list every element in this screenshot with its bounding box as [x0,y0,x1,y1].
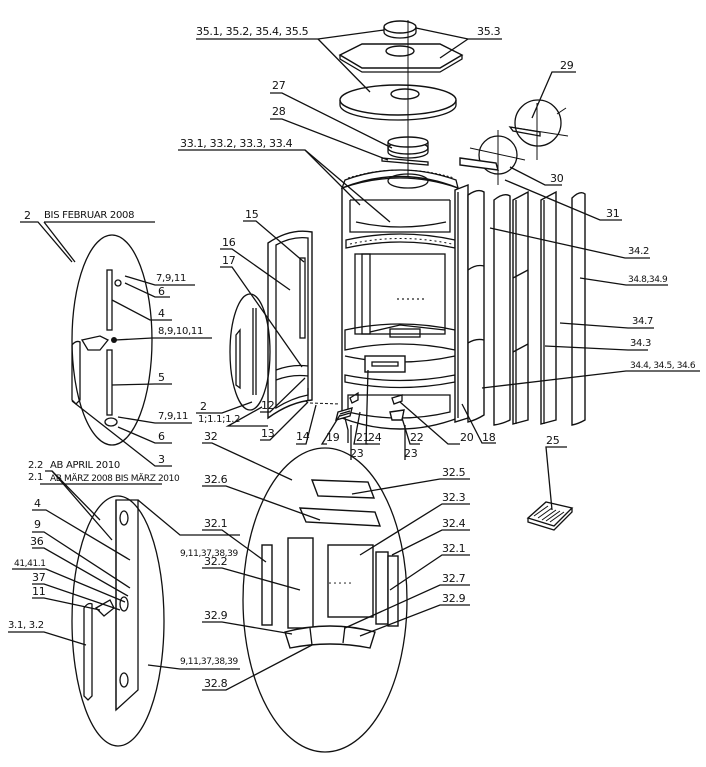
callout-32-1-left: 32.1 [204,517,228,530]
callout-6-b: 6 [158,430,165,443]
callout-32-1-right: 32.1 [442,542,466,555]
callout-37: 37 [32,571,46,584]
door-assembly [267,230,313,420]
callout-5: 5 [158,371,165,384]
callout-9-11-37-38-39-a: 9,11,37,38,39 [180,549,238,559]
callout-14: 14 [296,430,310,443]
callout-32-9-left: 32.9 [204,609,228,622]
callout-32-3: 32.3 [442,491,466,504]
callout-35-3: 35.3 [477,25,501,38]
firebox-window-dots [397,298,424,300]
hinge-bar-late [83,499,139,712]
callout-34-7: 34.7 [632,316,654,327]
callout-8-9-10-11: 8,9,10,11 [158,326,204,337]
callout-23-a: 23 [350,447,364,460]
stove-body [340,169,459,430]
callout-32-6: 32.6 [204,473,228,486]
callout-4-a: 4 [158,307,165,320]
callout-27: 27 [272,79,286,92]
detail-oval-hinge-late [71,495,165,747]
note-bis-februar-2008: BIS FEBRUAR 2008 [44,210,135,221]
callout-32: 32 [204,430,218,443]
callout-20: 20 [460,431,474,444]
callout-9-11-37-38-39-b: 9,11,37,38,39 [180,657,238,667]
callout-28: 28 [272,105,286,118]
callout-18: 18 [482,431,496,444]
callout-16: 16 [222,236,236,249]
side-cladding-panels-34 [467,189,586,426]
callout-32-8: 32.8 [204,677,228,690]
door-pin-part-12 [305,388,309,403]
callout-6-a: 6 [158,285,165,298]
callout-41-41-1: 41,41.1 [14,559,46,569]
callout-19: 19 [326,431,340,444]
top-plate-lower [339,84,457,121]
callout-13: 13 [261,427,275,440]
callout-2-top: 2 [24,209,31,222]
top-cap-part-35 [383,20,417,39]
callout-32-9-right: 32.9 [442,592,466,605]
ash-tray-part-25 [526,501,574,531]
top-plate-upper [338,43,464,73]
callout-2-1: 2.1 [28,472,44,483]
leader-lines [8,27,700,691]
callout-2-2: 2.2 [28,460,44,471]
side-strip-part-18 [454,183,469,423]
callout-29: 29 [560,59,574,72]
callout-3: 3 [158,453,165,466]
callout-23-b: 23 [404,447,418,460]
callout-17: 17 [222,254,236,267]
callout-32-7: 32.7 [442,572,466,585]
note-ab-april-2010: AB APRIL 2010 [50,460,120,471]
callout-32-5: 32.5 [442,466,466,479]
callout-4-b: 4 [34,497,41,510]
callout-31: 31 [606,207,620,220]
axis-part-14 [309,402,341,405]
callout-9: 9 [34,518,41,531]
callout-7-9-11-a: 7,9,11 [156,273,187,284]
callout-35-1-2-4-5: 35.1, 35.2, 35.4, 35.5 [196,25,309,38]
firebricks-32 [261,479,399,649]
callout-32-2: 32.2 [204,555,228,568]
callout-11: 11 [32,585,46,598]
callout-15: 15 [245,208,259,221]
callout-32-4: 32.4 [442,517,466,530]
detail-oval-hinge-small [229,293,271,411]
callout-34-8-9: 34.8,34.9 [628,275,668,285]
detail-oval-hinge-early [71,234,153,446]
callout-34-3: 34.3 [630,338,652,349]
callout-34-4-5-6: 34.4, 34.5, 34.6 [630,361,696,371]
callout-1-1-1-1-2: 1;1.1;1.2 [198,414,241,425]
callout-25: 25 [546,434,560,447]
callout-36: 36 [30,535,44,548]
callout-3-1-3-2: 3.1, 3.2 [8,620,44,631]
callout-2-mid: 2 [200,400,207,413]
callout-33: 33.1, 33.2, 33.3, 33.4 [180,137,293,150]
callout-7-9-11-b: 7,9,11 [158,411,189,422]
detail-circle-29 [514,99,562,147]
gasket-part-28 [381,157,429,166]
callout-30: 30 [550,172,564,185]
callout-22: 22 [410,431,424,444]
callout-24: 24 [368,431,382,444]
callout-12: 12 [261,399,275,412]
callout-21: 21 [356,431,370,444]
callout-34-2: 34.2 [628,246,650,257]
note-ab-maerz-2008-bis-maerz-2010: AB MÄRZ 2008 BIS MÄRZ 2010 [50,474,180,484]
